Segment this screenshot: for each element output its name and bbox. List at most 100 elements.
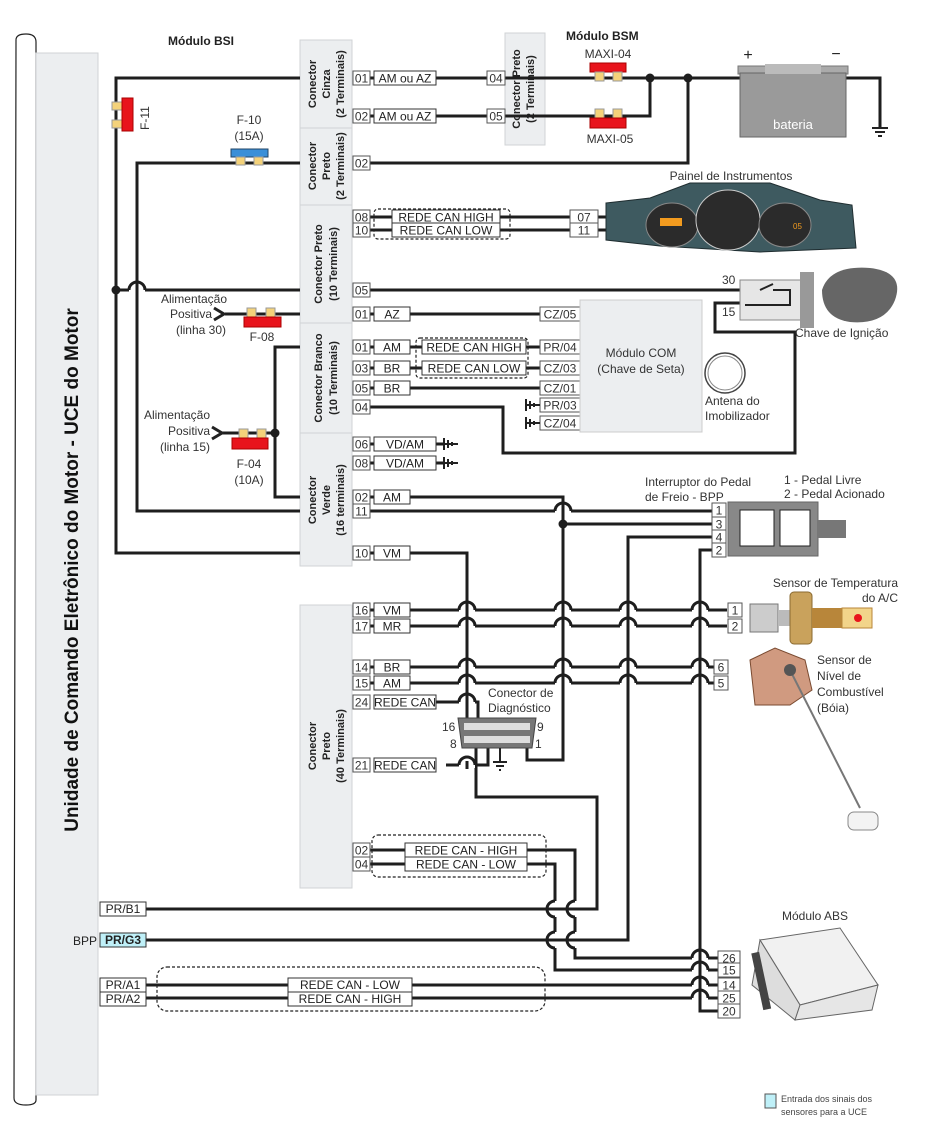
preto40-pin-box [352, 659, 371, 675]
connector-cinza: Conector Cinza (2 Terminais) [299, 39, 353, 129]
wire-label: VM [383, 604, 401, 618]
wire-label-box [373, 339, 411, 355]
ecu-can-high-label: REDE CAN - HIGH [299, 992, 402, 1006]
wire-label-box [373, 659, 411, 675]
can-shield-ecu-abs [156, 966, 546, 1012]
wire-hop [690, 975, 710, 986]
can-low-label-box [391, 222, 501, 238]
preto40-pin-box [352, 675, 371, 691]
wire-hop [618, 673, 638, 684]
wire-label-box [373, 675, 411, 691]
wire-label-box [373, 455, 437, 471]
battery: bateria + − [737, 46, 888, 138]
fuse-f10-label: F-10 [237, 113, 262, 127]
wire-hop [690, 673, 710, 684]
branco-pin-box [352, 360, 371, 376]
cinza-pin: 02 [355, 110, 369, 124]
connector-preto10-l2: (10 Terminais) [328, 227, 340, 301]
can-shield-com [415, 337, 529, 379]
legend: Entrada dos sinais dos sensores para a U… [764, 1093, 873, 1117]
fuel-pin-box [713, 659, 729, 675]
ground-icon [525, 417, 540, 429]
preto40-pin-box [352, 757, 371, 773]
connector-preto-2t: Conector Preto (2 Terminais) [299, 127, 353, 206]
fuse-f04-rating: (10A) [234, 473, 263, 487]
fuse-f08: F-08 [243, 307, 282, 344]
fuel-pin: 6 [718, 661, 725, 675]
branco-pin: 03 [355, 362, 369, 376]
temp-pin: 2 [732, 620, 739, 634]
connector-preto2-l3: (2 Terminais) [335, 132, 347, 200]
preto40-pin-box [352, 602, 371, 618]
preto40-pin: 16 [355, 604, 369, 618]
bsm-pin-box [486, 70, 506, 86]
ignition-t30: 30 [722, 273, 736, 287]
fuel-title-l3: Combustível [817, 685, 884, 699]
com-module: Módulo COM (Chave de Seta) [579, 299, 703, 433]
supply15-l3: (linha 15) [160, 440, 210, 454]
verde-pin-box [352, 545, 371, 561]
ecu-pin-g3: PR/G3 [105, 933, 141, 947]
ac-temperature-sensor: Sensor de Temperatura do A/C [749, 576, 898, 645]
cinza-pin-box [352, 108, 371, 124]
instrument-panel: Painel de Instrumentos 05 [605, 169, 857, 253]
diag-pin-9: 9 [537, 720, 544, 734]
preto40-pin: 04 [355, 858, 369, 872]
battery-minus: − [831, 46, 840, 63]
verde-pin-box [352, 455, 371, 471]
wire-label-box [373, 360, 411, 376]
fuel-pin: 5 [718, 677, 725, 691]
preto40-pin: 17 [355, 620, 369, 634]
wire-label-box [373, 489, 411, 505]
ground-icon [443, 438, 458, 450]
temp-pin-box [727, 618, 743, 634]
wire-hop [545, 930, 556, 950]
preto2-pin-box [352, 155, 371, 171]
wire-label-box [373, 757, 437, 773]
wire-hop [553, 616, 573, 627]
branco-pin-box [352, 380, 371, 396]
wire-label: VD/AM [386, 457, 424, 471]
antenna-l1: Antena do [705, 394, 760, 408]
preto40-pin: 14 [355, 661, 369, 675]
ecu-pin-a1: PR/A1 [106, 978, 141, 992]
wire-label-box [373, 618, 411, 634]
branco-pin-box [352, 339, 371, 355]
bpp-pin: 1 [716, 504, 723, 518]
bsi-title: Módulo BSI [168, 34, 234, 48]
panel-display: 05 [793, 222, 802, 231]
verde-pin: 10 [355, 547, 369, 561]
diag-pin-1: 1 [535, 737, 542, 751]
can-high-label: REDE CAN HIGH [398, 211, 493, 225]
bpp-legend-1: 1 - Pedal Livre [784, 473, 862, 487]
abs-pin: 25 [722, 992, 736, 1006]
wire-label: AM [383, 491, 401, 505]
fuel-pin-box [713, 675, 729, 691]
can-label: REDE CAN - HIGH [415, 844, 518, 858]
com-pin: CZ/01 [544, 382, 577, 396]
preto40-pin: 21 [355, 759, 369, 773]
com-ground-pin: CZ/04 [544, 417, 577, 431]
legend-text-l2: sensores para a UCE [781, 1107, 867, 1117]
wire-hop [565, 930, 576, 950]
cinza-wire-label: AM ou AZ [379, 110, 432, 124]
preto40-pin: 02 [355, 844, 369, 858]
wire-hop [457, 657, 477, 668]
wire-hop [457, 673, 477, 684]
wire-hop [690, 657, 710, 668]
verde-pin: 11 [355, 505, 368, 519]
abs-pin: 15 [722, 964, 736, 978]
abs-pin: 20 [722, 1005, 736, 1019]
bpp-title-l2: de Freio - BPP [645, 490, 724, 504]
ignition-t15: 15 [722, 305, 736, 319]
diag-pin-8: 8 [450, 737, 457, 751]
junction-nodes [111, 73, 693, 529]
panel-pin: 07 [577, 211, 591, 225]
wire-crossings [127, 280, 710, 1002]
can-low-label: REDE CAN LOW [400, 224, 493, 238]
wire-hop [690, 948, 710, 959]
ecu-pin-b1-box [99, 901, 147, 917]
com-pin: CZ/03 [544, 362, 577, 376]
